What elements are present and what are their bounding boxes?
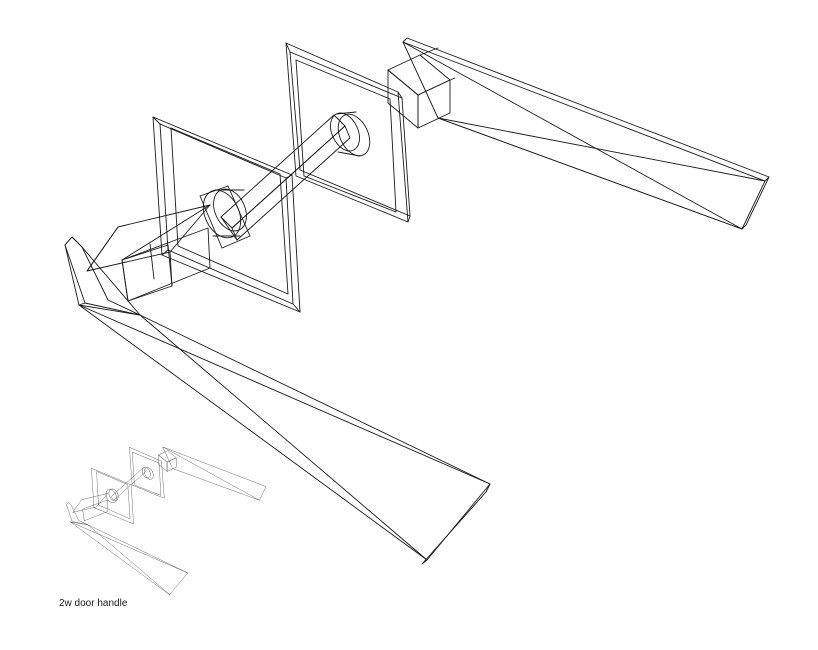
door-handle-wireframe-large — [64, 37, 770, 565]
front-collar — [199, 185, 251, 249]
front-lever-neck — [86, 204, 211, 302]
back-lever — [402, 37, 770, 230]
back-lever-neck — [387, 47, 456, 129]
door-handle-wireframe-thumbnail — [66, 446, 267, 595]
front-lever — [64, 236, 491, 565]
front-rose-plate — [152, 116, 301, 313]
caption: 2w door handle — [59, 598, 128, 609]
back-rose-plate — [285, 42, 411, 223]
back-collar — [330, 111, 371, 157]
